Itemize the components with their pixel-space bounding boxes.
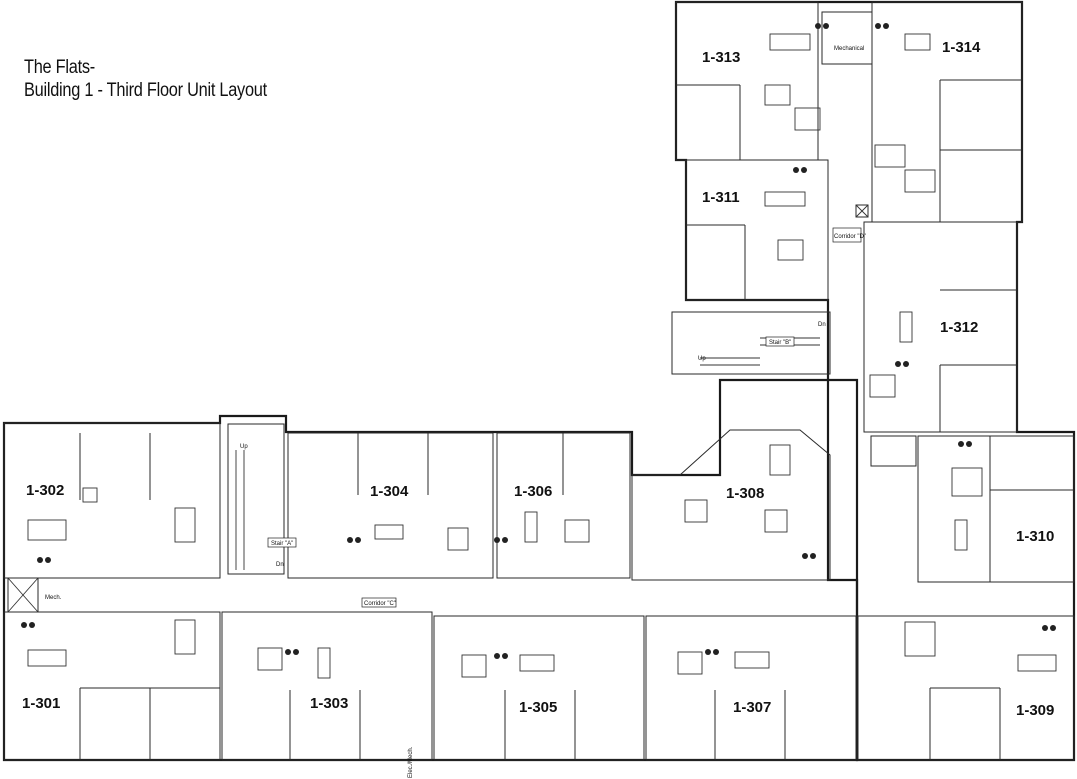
stair-b-box [765, 336, 795, 347]
unit-1-306-rooms [496, 432, 631, 579]
corridor-d-shaft [855, 204, 869, 218]
stove-fixtures [21, 23, 1056, 659]
unit-1-304-rooms [287, 432, 494, 579]
stair-a-dn-label: Dn [276, 562, 284, 568]
stair-b-label: Stair "B" [769, 340, 791, 346]
unit-1-310-rooms [870, 435, 1075, 583]
elec-mech-label: Elec./Mech. [408, 746, 414, 778]
unit-label-1-304: 1-304 [370, 483, 409, 500]
unit-label-1-310: 1-310 [1016, 528, 1054, 545]
unit-1-305-rooms [433, 615, 645, 761]
unit-label-1-303: 1-303 [310, 695, 348, 712]
mechanical-label: Mechanical [834, 46, 864, 52]
unit-1-302-rooms [3, 422, 221, 579]
unit-label-1-312: 1-312 [940, 319, 978, 336]
stair-b-dn-label: Dn [818, 322, 826, 328]
unit-1-307-rooms [645, 615, 857, 761]
unit-label-1-302: 1-302 [26, 482, 64, 499]
unit-label-1-305: 1-305 [519, 699, 557, 716]
unit-1-303-rooms [221, 611, 433, 761]
plan-title-line1: The Flats- [24, 57, 95, 78]
corridor-c-box [361, 597, 397, 608]
unit-1-313-rooms [675, 1, 821, 161]
mechanical-room [821, 11, 873, 65]
stair-b-up-label: Up [698, 356, 706, 362]
corridor-c-label: Corridor "C" [364, 601, 396, 607]
unit-label-1-314: 1-314 [942, 39, 981, 56]
stair-a-box [267, 537, 297, 548]
unit-1-314-rooms [871, 1, 1023, 223]
unit-label-1-311: 1-311 [702, 189, 740, 206]
stair-a [227, 423, 285, 575]
corridor-d-label: Corridor "D" [834, 234, 866, 240]
unit-label-1-301: 1-301 [22, 695, 60, 712]
corridor-d-box [832, 227, 862, 243]
stair-a-label: Stair "A" [271, 541, 293, 547]
plan-title-line2: Building 1 - Third Floor Unit Layout [24, 80, 267, 101]
unit-label-1-313: 1-313 [702, 49, 740, 66]
unit-label-1-309: 1-309 [1016, 702, 1054, 719]
stair-a-up-label: Up [240, 444, 248, 450]
stair-b [671, 311, 831, 375]
unit-1-312-rooms [863, 221, 1018, 433]
south-bar-outline [2, 378, 859, 762]
unit-1-309-rooms [857, 615, 1075, 761]
unit-label-1-306: 1-306 [514, 483, 552, 500]
west-mech-room [7, 577, 39, 613]
unit-label-1-307: 1-307 [733, 699, 771, 716]
unit-1-308-rooms [631, 429, 831, 581]
unit-1-301-rooms [3, 611, 221, 761]
unit-label-1-308: 1-308 [726, 485, 764, 502]
unit-1-311-rooms [685, 159, 829, 301]
mech-label: Mech. [45, 595, 62, 601]
